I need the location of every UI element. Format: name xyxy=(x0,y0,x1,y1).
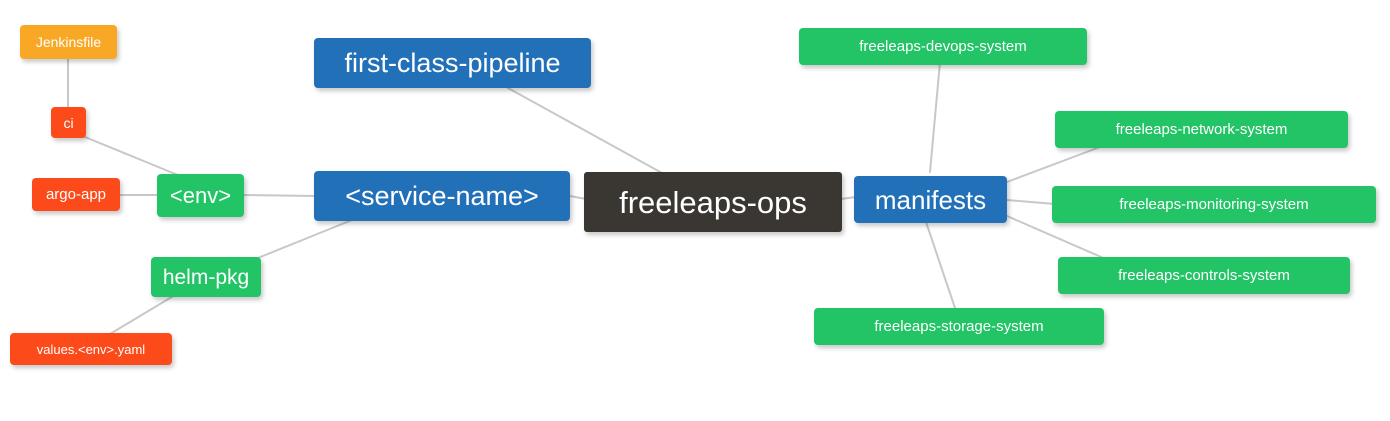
node-freeleaps-controls-system[interactable]: freeleaps-controls-system xyxy=(1058,257,1350,294)
node-freeleaps-storage-system[interactable]: freeleaps-storage-system xyxy=(814,308,1104,345)
node-freeleaps-monitoring-system-label: freeleaps-monitoring-system xyxy=(1119,196,1309,213)
node-manifests[interactable]: manifests xyxy=(854,176,1007,223)
node-helm-pkg-label: helm-pkg xyxy=(162,265,250,289)
edge-values-helmpkg xyxy=(109,294,176,335)
node-argo-app[interactable]: argo-app xyxy=(32,178,120,211)
node-freeleaps-monitoring-system[interactable]: freeleaps-monitoring-system xyxy=(1052,186,1376,223)
node-manifests-label: manifests xyxy=(874,184,987,215)
node-freeleaps-devops-system-label: freeleaps-devops-system xyxy=(859,38,1027,55)
node-first-class-pipeline[interactable]: first-class-pipeline xyxy=(314,38,591,88)
node-argo-app-label: argo-app xyxy=(45,186,107,203)
node-freeleaps-network-system[interactable]: freeleaps-network-system xyxy=(1055,111,1348,148)
node-helm-pkg[interactable]: helm-pkg xyxy=(151,257,261,297)
node-ci-label: ci xyxy=(63,114,74,131)
node-values-env-yaml[interactable]: values.<env>.yaml xyxy=(10,333,172,365)
edge-manifests-storage xyxy=(925,221,956,309)
node-jenkinsfile-label: Jenkinsfile xyxy=(35,34,102,50)
edge-env-servicename xyxy=(242,194,316,197)
node-first-class-pipeline-label: first-class-pipeline xyxy=(344,47,561,78)
node-freeleaps-controls-system-label: freeleaps-controls-system xyxy=(1118,267,1290,284)
node-freeleaps-devops-system[interactable]: freeleaps-devops-system xyxy=(799,28,1087,65)
node-freeleaps-network-system-label: freeleaps-network-system xyxy=(1115,121,1288,138)
edge-firstclasspipeline-root xyxy=(507,87,663,174)
node-freeleaps-storage-system-label: freeleaps-storage-system xyxy=(874,318,1044,335)
edge-manifests-devops xyxy=(929,61,941,173)
node-env[interactable]: <env> xyxy=(157,174,244,217)
edge-helmpkg-servicename xyxy=(247,219,353,263)
node-service-name-label: <service-name> xyxy=(345,180,539,211)
node-values-env-yaml-label: values.<env>.yaml xyxy=(36,341,146,357)
node-env-label: <env> xyxy=(169,182,232,208)
edge-manifests-monitoring xyxy=(1006,199,1056,205)
node-freeleaps-ops-label: freeleaps-ops xyxy=(619,184,807,220)
node-jenkinsfile[interactable]: Jenkinsfile xyxy=(20,25,117,59)
edge-manifests-network xyxy=(1006,146,1101,183)
node-service-name[interactable]: <service-name> xyxy=(314,171,570,221)
node-ci[interactable]: ci xyxy=(51,107,86,138)
node-freeleaps-ops[interactable]: freeleaps-ops xyxy=(584,172,842,232)
